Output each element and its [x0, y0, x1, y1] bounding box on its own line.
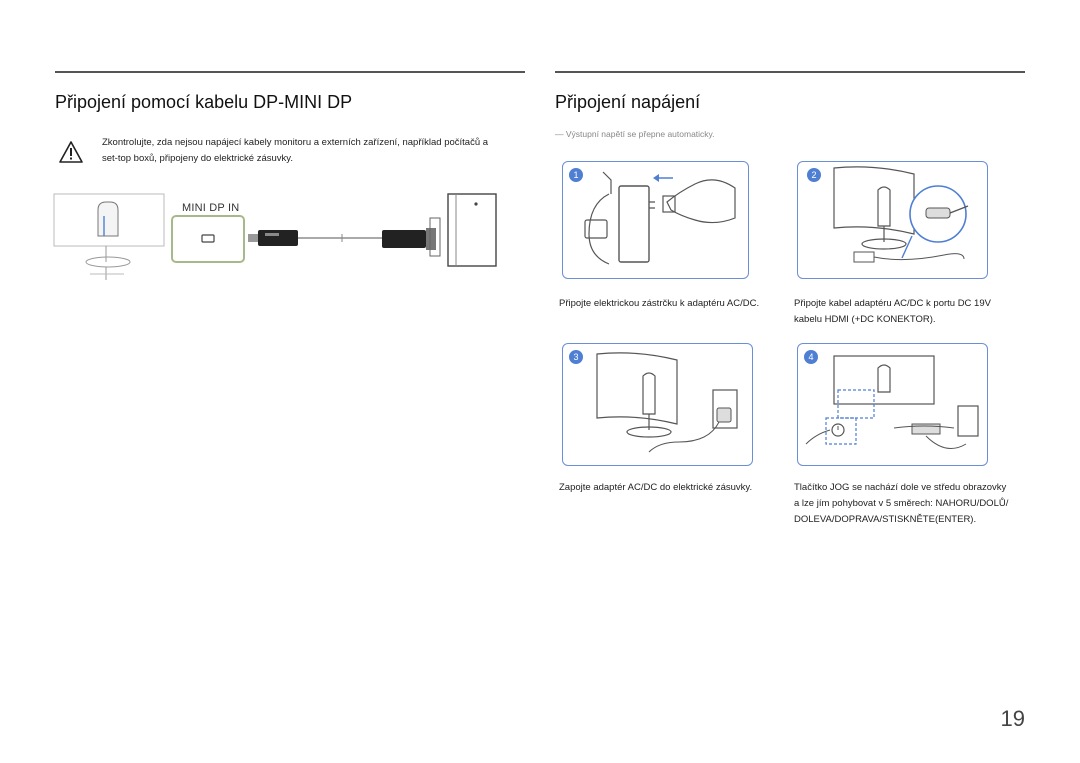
step-4-caption-line-2: a lze jím pohybovat v 5 směrech: NAHORU/… [794, 498, 1009, 509]
step-1-panel: 1 [562, 161, 749, 279]
step-2-panel: 2 [797, 161, 988, 279]
step-2-caption-line-2: kabelu HDMI (+DC KONEKTOR). [794, 314, 936, 325]
warning-text-line-2: set-top boxů, připojeny do elektrické zá… [102, 153, 293, 164]
right-section-rule [555, 71, 1025, 73]
step-3-caption: Zapojte adaptér AC/DC do elektrické zásu… [559, 482, 753, 493]
step-2-number: 2 [807, 168, 821, 182]
mini-dp-in-label: MINI DP IN [182, 202, 240, 214]
right-section-title: Připojení napájení [555, 92, 701, 112]
step-1-number: 1 [569, 168, 583, 182]
warning-text-line-1: Zkontrolujte, zda nejsou napájecí kabely… [102, 137, 489, 148]
step-3-panel: 3 [562, 343, 753, 466]
step-2-caption-line-1: Připojte kabel adaptéru AC/DC k portu DC… [794, 298, 991, 309]
warning-icon [58, 140, 84, 164]
left-section-title: Připojení pomocí kabelu DP-MINI DP [55, 92, 353, 112]
voltage-note: ― Výstupní napětí se přepne automaticky. [555, 129, 715, 139]
step-3-number: 3 [569, 350, 583, 364]
step-4-caption-line-1: Tlačítko JOG se nachází dole ve středu o… [794, 482, 1007, 493]
step-4-caption-line-3: DOLEVA/DOPRAVA/STISKNĚTE(ENTER). [794, 514, 977, 525]
step-1-caption: Připojte elektrickou zástrčku k adaptéru… [559, 298, 760, 309]
step-4-panel: 4 [797, 343, 988, 466]
left-section-rule [55, 71, 525, 73]
page-number: 19 [1000, 706, 1025, 731]
step-4-number: 4 [804, 350, 818, 364]
dp-connection-illustration [52, 188, 502, 288]
